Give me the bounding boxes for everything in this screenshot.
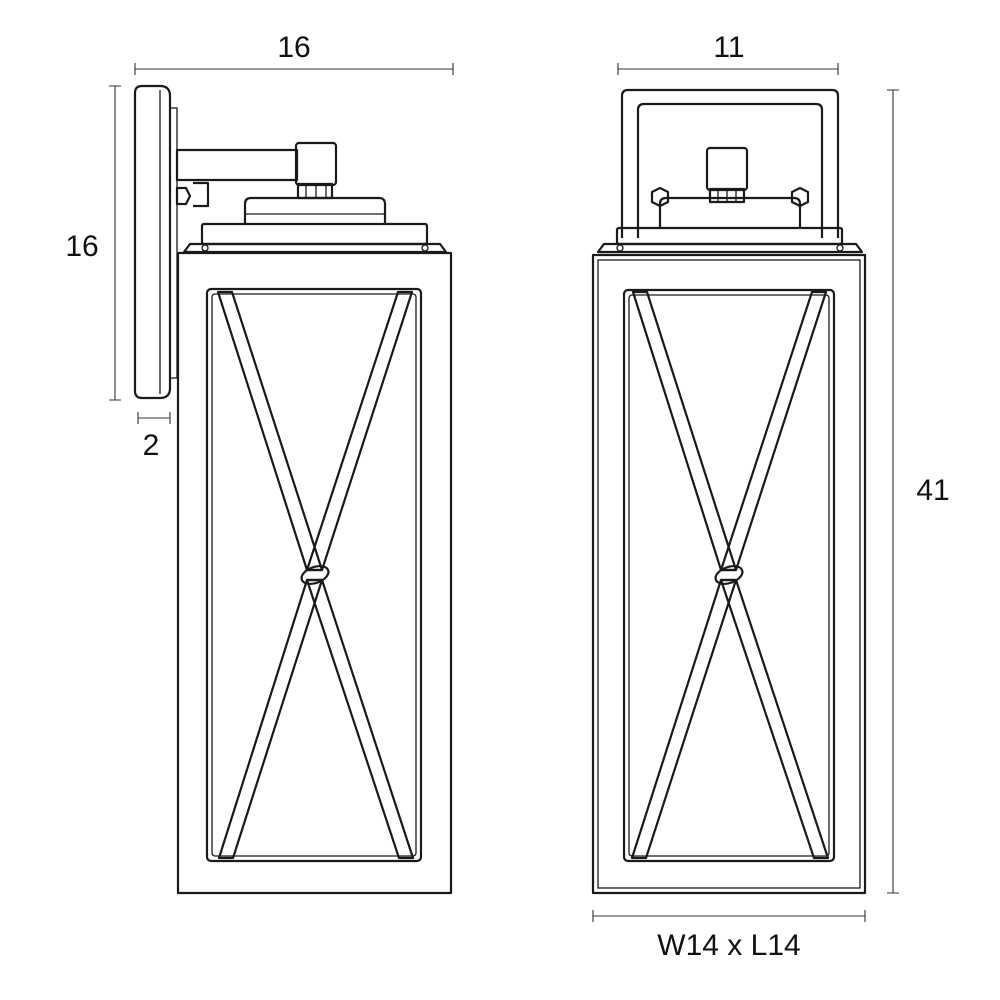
front-top-cap — [596, 186, 864, 254]
front-lantern-body — [591, 253, 867, 895]
front-width-label: 11 — [713, 31, 744, 64]
lantern-top-cap — [182, 196, 448, 254]
dimension-lines — [109, 63, 899, 922]
lantern-body — [176, 251, 453, 895]
hanging-frame — [620, 88, 840, 238]
base-size-label: W14 x L14 — [657, 929, 800, 962]
front-cross-brace — [630, 290, 830, 860]
cross-brace — [216, 290, 415, 860]
side-height-label: 16 — [65, 230, 98, 263]
backplate-depth-label: 2 — [143, 429, 160, 462]
side-width-label: 16 — [277, 31, 310, 64]
wall-backplate — [133, 84, 178, 400]
mounting-arm — [175, 141, 338, 208]
socket — [705, 146, 749, 204]
side-view — [133, 84, 453, 895]
front-view — [591, 88, 867, 895]
total-height-label: 41 — [916, 474, 949, 507]
